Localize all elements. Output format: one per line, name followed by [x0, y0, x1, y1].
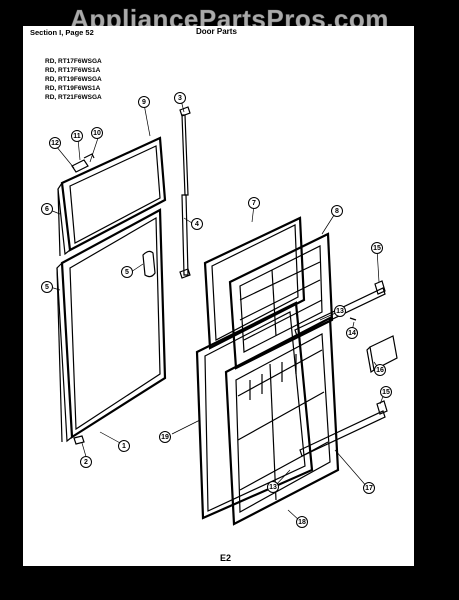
page-title: Door Parts	[196, 27, 237, 36]
svg-text:12: 12	[51, 140, 59, 147]
page-number: E2	[220, 553, 232, 563]
callout-7: 7	[248, 197, 260, 209]
door-handle	[142, 250, 156, 278]
callout-13b: 13	[267, 481, 279, 493]
freezer-liner	[228, 232, 334, 370]
svg-text:3: 3	[178, 95, 182, 102]
callout-3: 3	[174, 92, 186, 104]
callout-4: 4	[191, 218, 203, 230]
callout-14: 14	[346, 327, 358, 339]
model-number: RD, RT21F6WSGA	[45, 94, 102, 101]
svg-text:10: 10	[93, 130, 101, 137]
callout-5a: 5	[121, 266, 133, 278]
svg-text:9: 9	[142, 99, 146, 106]
fresh-food-gasket	[195, 301, 314, 520]
svg-text:13: 13	[336, 308, 344, 315]
svg-text:8: 8	[335, 208, 339, 215]
hinge-bracket	[181, 194, 189, 276]
svg-text:6: 6	[45, 206, 49, 213]
bottom-hinge	[73, 435, 85, 445]
svg-text:17: 17	[365, 485, 373, 492]
callout-8: 8	[331, 205, 343, 217]
callout-17: 17	[363, 482, 375, 494]
parts-diagram-page	[23, 26, 414, 566]
callout-18: 18	[296, 516, 308, 528]
svg-text:7: 7	[252, 200, 256, 207]
svg-text:13: 13	[269, 484, 277, 491]
callout-19: 19	[159, 431, 171, 443]
callout-5b: 5	[41, 281, 53, 293]
fresh-food-liner	[224, 316, 340, 526]
svg-text:15: 15	[382, 389, 390, 396]
binder-hole	[420, 64, 436, 80]
callout-9: 9	[138, 96, 150, 108]
svg-text:11: 11	[73, 133, 81, 140]
freezer-door-assembly	[57, 136, 167, 257]
door-shelf-bar	[299, 410, 386, 457]
callout-13a: 13	[334, 305, 346, 317]
callout-10: 10	[91, 127, 103, 139]
model-number: RD, RT17F6WSGA	[45, 58, 102, 65]
model-number: RD, RT17F6WS1A	[45, 67, 101, 74]
callout-16: 16	[374, 364, 386, 376]
shelf-clip	[376, 400, 388, 415]
svg-text:4: 4	[195, 221, 199, 228]
door-shelf-bar	[294, 287, 386, 337]
svg-text:5: 5	[45, 284, 49, 291]
shelf-clip	[374, 280, 386, 295]
svg-text:1: 1	[122, 443, 126, 450]
binder-hole	[420, 282, 436, 298]
hinge	[71, 159, 89, 173]
callout-15a: 15	[371, 242, 383, 254]
svg-text:16: 16	[376, 367, 384, 374]
callout-15b: 15	[380, 386, 392, 398]
svg-text:18: 18	[298, 519, 306, 526]
binder-hole	[420, 504, 436, 520]
callout-6: 6	[41, 203, 53, 215]
model-number: RD, RT19F6WS1A	[45, 85, 101, 92]
svg-text:15: 15	[373, 245, 381, 252]
svg-text:19: 19	[161, 434, 169, 441]
model-list: RD, RT17F6WSGA RD, RT17F6WS1A RD, RT19F6…	[45, 57, 102, 102]
svg-text:5: 5	[125, 269, 129, 276]
svg-text:2: 2	[84, 459, 88, 466]
callout-12: 12	[49, 137, 61, 149]
freezer-gasket	[203, 216, 306, 350]
callout-11: 11	[71, 130, 83, 142]
hinge-bracket	[181, 114, 189, 196]
model-number: RD, RT19F6WSGA	[45, 76, 102, 83]
fresh-food-door-assembly	[56, 208, 167, 443]
svg-text:14: 14	[348, 330, 356, 337]
callout-1: 1	[118, 440, 130, 452]
section-label: Section I, Page 52	[30, 28, 94, 37]
callout-2: 2	[80, 456, 92, 468]
dairy-door	[369, 335, 398, 371]
